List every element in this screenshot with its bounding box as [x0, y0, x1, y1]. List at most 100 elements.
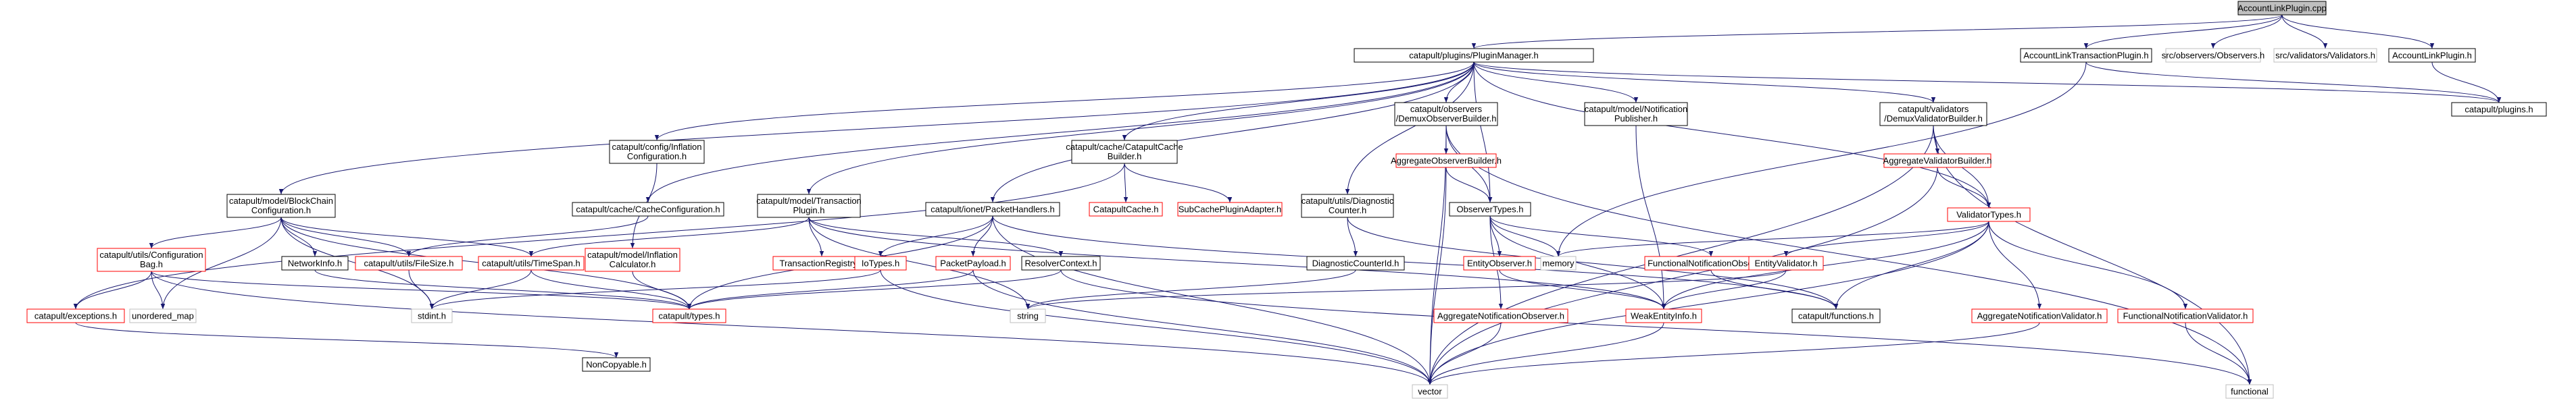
- graph-node[interactable]: AccountLinkPlugin.cpp: [2237, 1, 2327, 16]
- graph-node[interactable]: SubCachePluginAdapter.h: [1177, 202, 1283, 217]
- graph-node[interactable]: IoTypes.h: [854, 256, 907, 271]
- node-box: [1301, 194, 1394, 218]
- node-box: [226, 194, 336, 218]
- node-box: [355, 256, 463, 271]
- graph-node[interactable]: AggregateNotificationObserver.h: [1433, 308, 1568, 323]
- node-box: [572, 202, 724, 217]
- graph-node[interactable]: catapult/model/TransactionPlugin.h: [756, 194, 862, 218]
- node-label: SubCachePluginAdapter.h: [1179, 205, 1282, 215]
- edge-n0-n5: [2281, 14, 2435, 49]
- graph-node[interactable]: NonCopyable.h: [582, 357, 651, 372]
- graph-node[interactable]: AccountLinkPlugin.h: [2388, 48, 2476, 63]
- edge-n0-n2: [2083, 14, 2283, 49]
- node-label: catapult/types.h: [658, 311, 720, 321]
- graph-node[interactable]: NetworkInfo.h: [281, 256, 349, 271]
- node-label: catapult/ionet/PacketHandlers.h: [931, 205, 1055, 215]
- graph-node[interactable]: DiagnosticCounterId.h: [1306, 256, 1405, 271]
- edge-n19-n48: [1427, 221, 1989, 385]
- node-box: [411, 308, 453, 323]
- edge-n12-n21: [1123, 163, 1129, 203]
- node-label: catapult/exceptions.h: [34, 311, 117, 321]
- edge-n1-n12: [1122, 61, 1475, 141]
- graph-node[interactable]: catapult/plugins/PluginManager.h: [1354, 48, 1594, 63]
- edges-layer: [73, 14, 2502, 385]
- node-label: Builder.h: [1108, 151, 1142, 161]
- graph-node[interactable]: AggregateNotificationValidator.h: [1971, 308, 2108, 323]
- edge-n8-n38: [160, 217, 282, 310]
- edge-n25-n39: [408, 269, 435, 310]
- node-box: [1584, 102, 1688, 126]
- edge-n12-n22: [1124, 163, 1233, 203]
- node-label: catapult/plugins/PluginManager.h: [1409, 51, 1539, 61]
- node-box: [1071, 140, 1178, 164]
- node-box: [1463, 256, 1536, 271]
- edge-n16-n18: [1933, 125, 1940, 155]
- edge-n29-n48: [880, 269, 1433, 385]
- node-label: WeakEntityInfo.h: [1631, 311, 1697, 321]
- edge-n1-n19: [1473, 61, 1991, 209]
- graph-node[interactable]: catapult/utils/DiagnosticCounter.h: [1301, 194, 1394, 218]
- graph-node[interactable]: AccountLinkTransactionPlugin.h: [2020, 48, 2152, 63]
- edge-n26-n40: [530, 269, 692, 310]
- graph-node[interactable]: catapult/exceptions.h: [26, 308, 125, 323]
- graph-node[interactable]: catapult/plugins.h: [2451, 102, 2547, 117]
- edge-n23-n38: [151, 271, 166, 310]
- edge-n36-n43: [1661, 269, 1787, 310]
- edge-n18-n19: [1937, 167, 1991, 209]
- graph-node[interactable]: FunctionalNotificationValidator.h: [2117, 308, 2254, 323]
- edge-n31-n40: [687, 269, 1062, 310]
- graph-node[interactable]: WeakEntityInfo.h: [1625, 308, 1702, 323]
- graph-node[interactable]: catapult/validators/DemuxValidatorBuilde…: [1879, 102, 1987, 126]
- node-box: [1306, 256, 1405, 271]
- graph-node: string: [1010, 308, 1046, 323]
- edge-n10-n28: [808, 217, 824, 257]
- graph-node: unordered_map: [129, 308, 197, 323]
- graph-node[interactable]: EntityValidator.h: [1748, 256, 1824, 271]
- node-label: AggregateNotificationObserver.h: [1437, 311, 1564, 321]
- graph-node[interactable]: FunctionalNotificationObserver.h: [1644, 256, 1778, 271]
- graph-node[interactable]: catapult/utils/TimeSpan.h: [478, 256, 585, 271]
- graph-node[interactable]: catapult/ionet/PacketHandlers.h: [925, 202, 1060, 217]
- node-label: catapult/cache/CacheConfiguration.h: [576, 205, 720, 215]
- graph-node[interactable]: CatapultCache.h: [1089, 202, 1163, 217]
- node-box: [1395, 153, 1497, 168]
- edge-n1-n20: [1473, 61, 1493, 203]
- node-box: [2165, 48, 2261, 63]
- node-box: [1010, 308, 1046, 323]
- edge-n26-n39: [429, 269, 532, 310]
- edge-n19-n45: [1988, 221, 2042, 310]
- nodes-layer: AccountLinkPlugin.cpp catapult/plugins/Pl…: [26, 1, 2547, 399]
- node-label: catapult/utils/Configuration: [99, 250, 203, 260]
- graph-node[interactable]: catapult/functions.h: [1791, 308, 1881, 323]
- node-box: [26, 308, 125, 323]
- node-box: [2273, 48, 2377, 63]
- edge-n19-n34: [1556, 221, 1989, 257]
- edge-n19-n44: [1833, 221, 1989, 310]
- graph-node[interactable]: catapult/observers/DemuxObserverBuilder.…: [1394, 102, 1498, 126]
- node-label: catapult/model/Transaction: [756, 196, 862, 206]
- graph-node[interactable]: AggregateValidatorBuilder.h: [1883, 153, 1992, 168]
- graph-node[interactable]: PacketPayload.h: [935, 256, 1011, 271]
- graph-node[interactable]: AggregateObserverBuilder.h: [1391, 153, 1502, 168]
- node-box: [129, 308, 197, 323]
- graph-node[interactable]: ResolverContext.h: [1021, 256, 1101, 271]
- graph-node[interactable]: ObserverTypes.h: [1449, 202, 1531, 217]
- graph-node[interactable]: catapult/types.h: [652, 308, 726, 323]
- node-box: [1449, 202, 1531, 217]
- graph-node[interactable]: catapult/utils/FileSize.h: [355, 256, 463, 271]
- node-label: memory: [1543, 259, 1575, 269]
- graph-node[interactable]: catapult/cache/CacheConfiguration.h: [572, 202, 724, 217]
- graph-node[interactable]: ValidatorTypes.h: [1947, 207, 2031, 222]
- edge-n5-n6: [2431, 61, 2502, 103]
- node-box: [1433, 308, 1568, 323]
- graph-node[interactable]: EntityObserver.h: [1463, 256, 1536, 271]
- node-label: catapult/utils/FileSize.h: [364, 259, 454, 269]
- node-label: EntityObserver.h: [1467, 259, 1532, 269]
